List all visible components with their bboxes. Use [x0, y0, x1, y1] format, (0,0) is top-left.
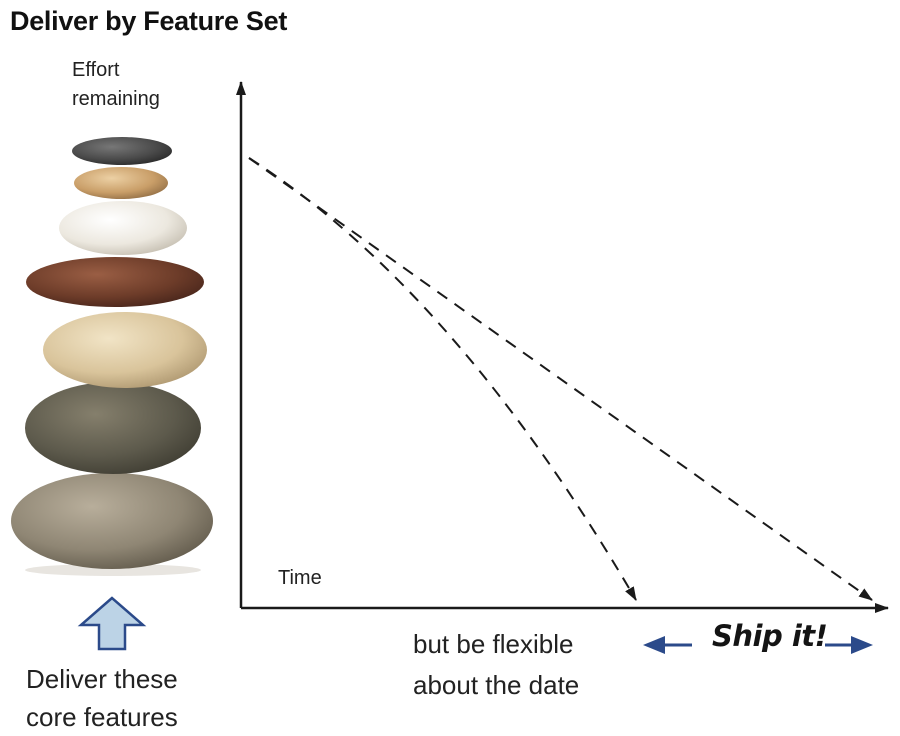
stone-white	[59, 201, 187, 255]
stone-brown	[26, 257, 204, 307]
core-features-note: Deliver these core features	[26, 660, 178, 736]
y-axis-label-line1: Effort	[72, 59, 120, 81]
slow-burndown-line	[248, 157, 873, 601]
diagram-title: Deliver by Feature Set	[10, 6, 288, 36]
core-note-line2: core features	[26, 702, 178, 732]
ship-it-label: Ship it!	[712, 619, 828, 653]
fast-burndown-line	[248, 157, 637, 601]
stone-dark-gray	[25, 382, 201, 474]
stone-tan	[74, 167, 168, 199]
stone-beige	[43, 312, 207, 388]
flexible-note-line1: but be flexible	[413, 629, 574, 659]
flexible-date-note: but be flexible about the date	[413, 624, 579, 706]
right-arrow-icon	[825, 636, 873, 654]
y-axis-label-line2: remaining	[72, 88, 160, 110]
stone-bottom	[11, 473, 213, 569]
stone-black	[72, 137, 172, 165]
stacked-stones-image	[11, 137, 213, 576]
x-axis-label: Time	[278, 567, 322, 589]
left-arrow-icon	[643, 636, 692, 654]
flexible-note-line2: about the date	[413, 670, 580, 700]
core-note-line1: Deliver these	[26, 664, 178, 694]
y-axis-label: Effort remaining	[72, 56, 160, 114]
up-arrow-icon	[77, 596, 147, 651]
